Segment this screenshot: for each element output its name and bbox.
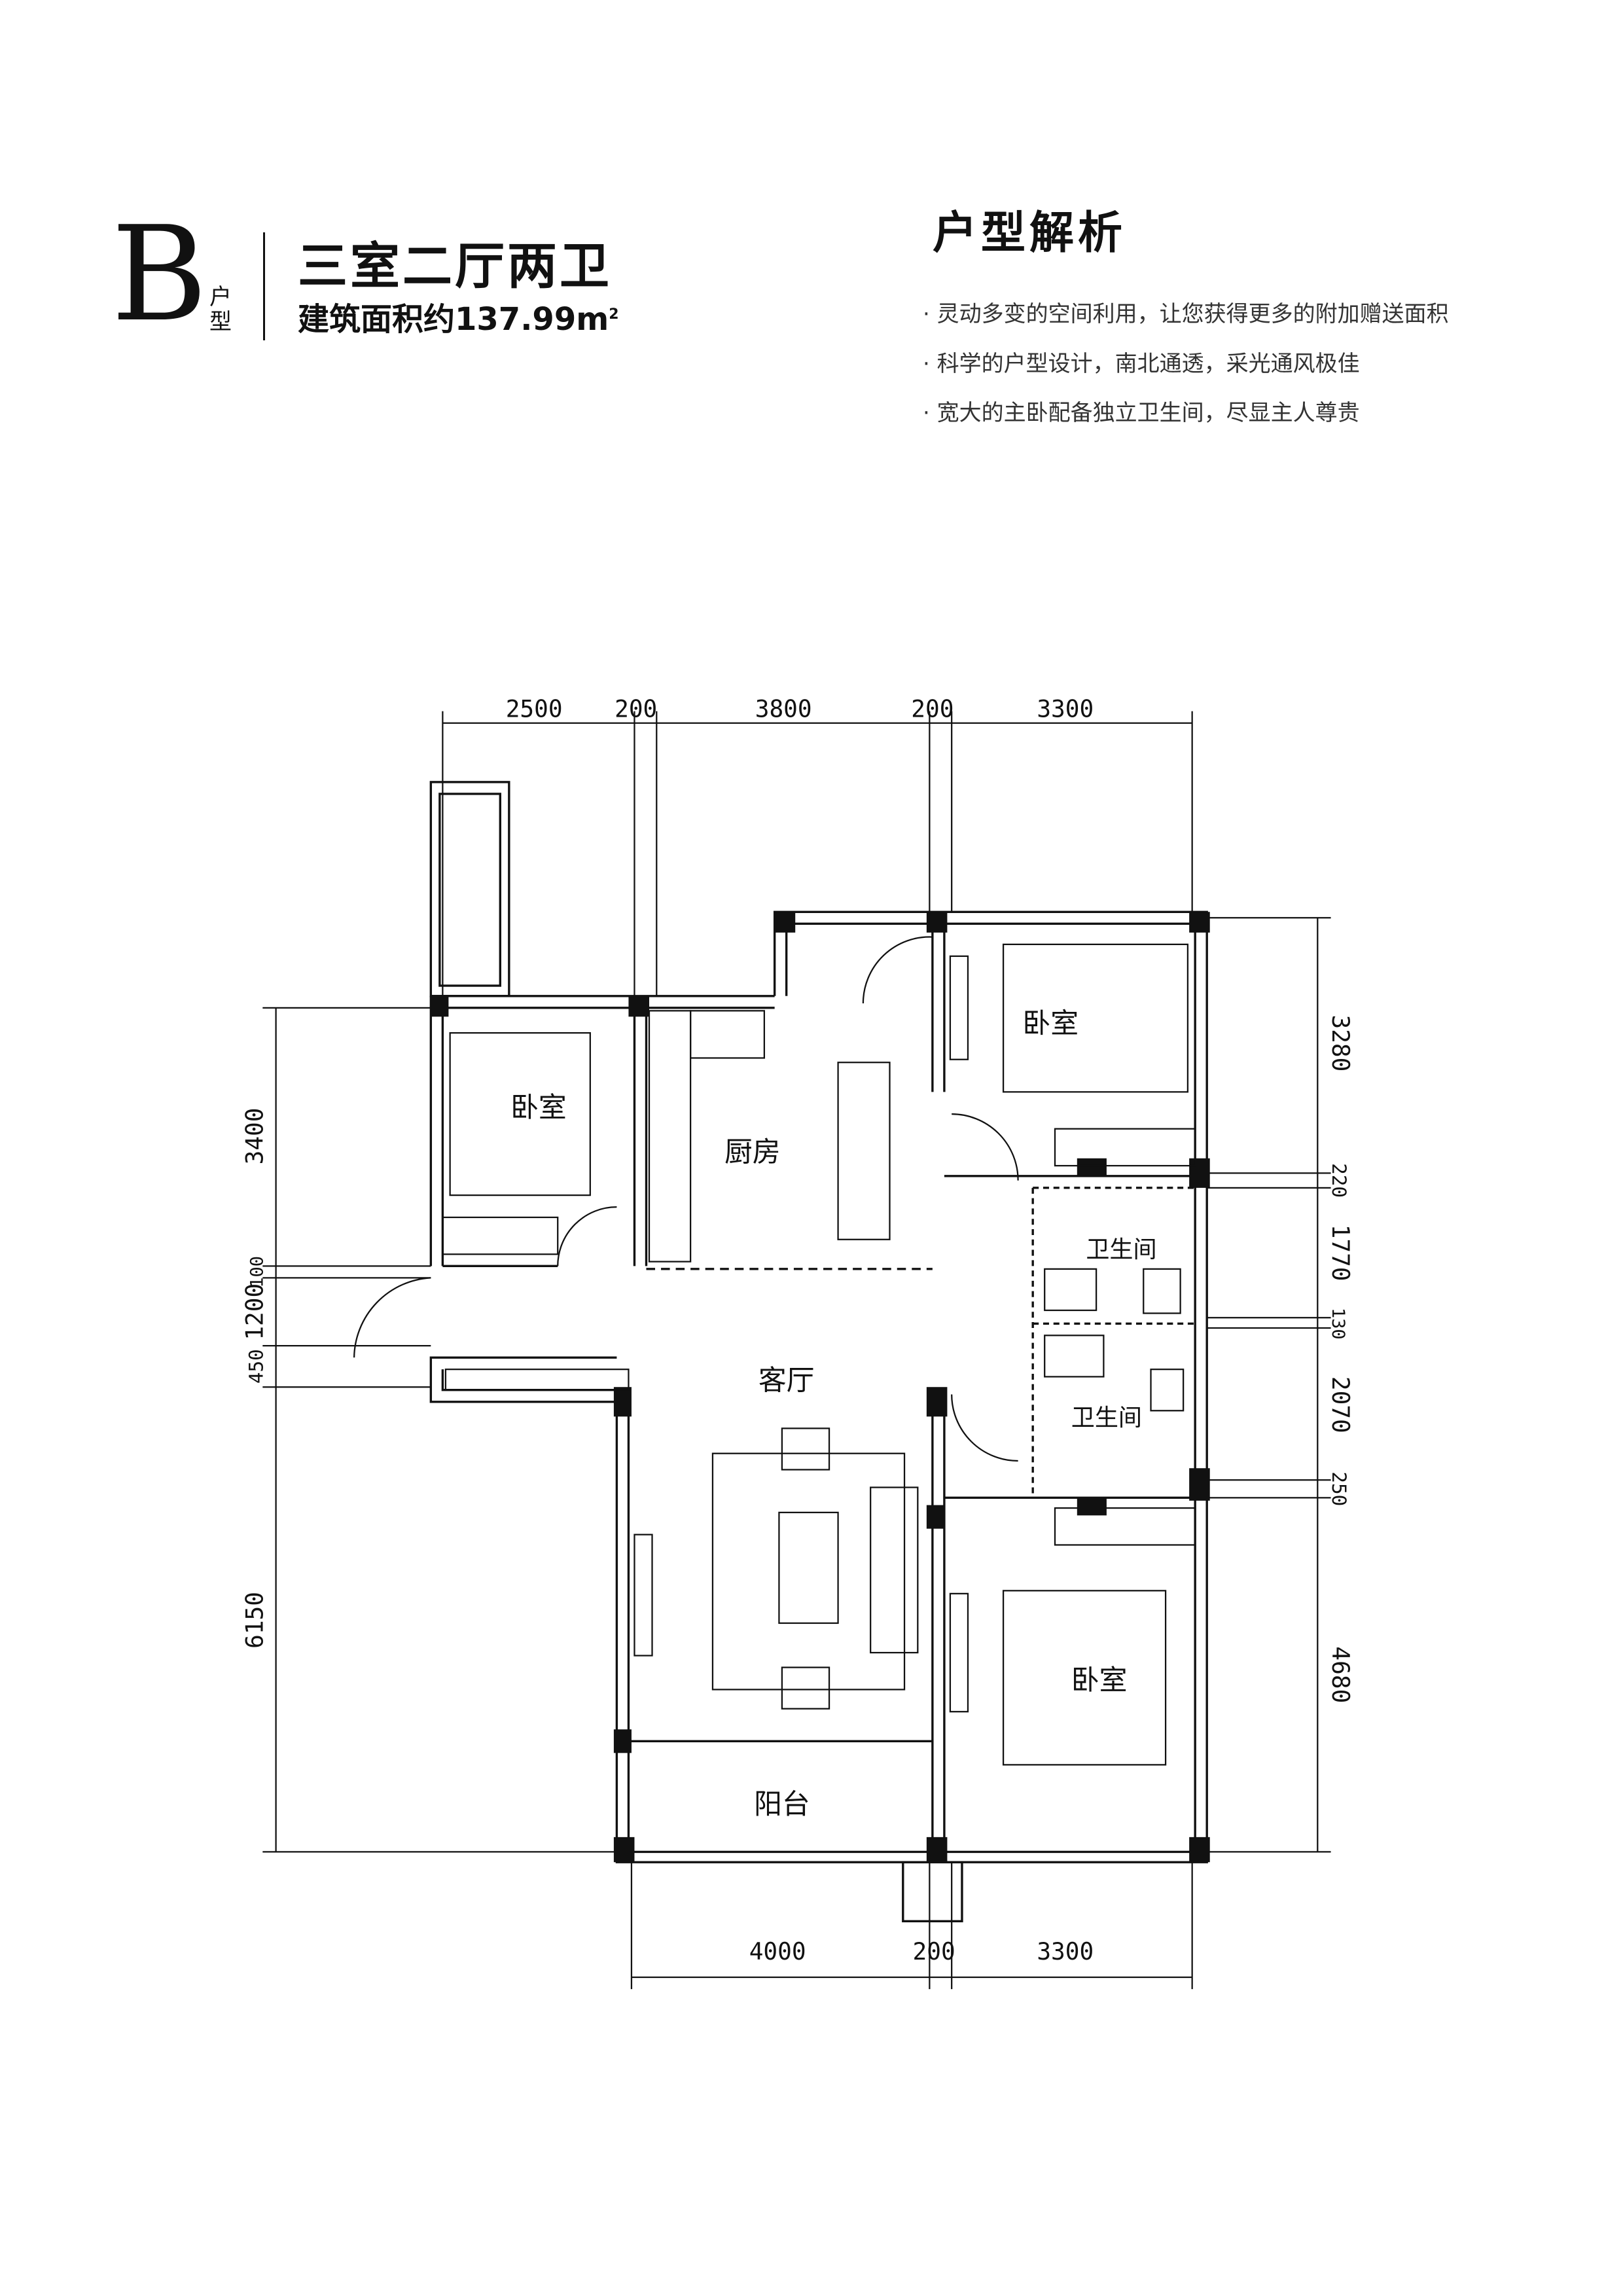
- room-label: 卧室: [510, 1092, 567, 1124]
- unit-type-label: 户型: [209, 284, 232, 335]
- room-label: 阳台: [754, 1788, 810, 1821]
- dim-bottom: 200: [913, 1938, 955, 1965]
- dim-top: 200: [615, 696, 657, 723]
- dim-top: 3800: [755, 696, 812, 723]
- analysis-title: 户型解析: [933, 207, 1127, 259]
- furniture: [353, 936, 1196, 1766]
- sofa: [870, 1486, 919, 1654]
- layout-title: 三室二厅两卫: [298, 237, 612, 295]
- bed-north: [1002, 943, 1189, 1093]
- dim-left: 3400: [241, 1108, 268, 1165]
- analysis-point: · 科学的户型设计，南北通透，采光通风极佳: [923, 351, 1360, 377]
- room-label: 卧室: [1071, 1664, 1128, 1696]
- kitchen-counter: [648, 1010, 692, 1263]
- dim-bottom: 3300: [1037, 1938, 1094, 1965]
- dim-right: 130: [1328, 1308, 1348, 1340]
- area-text: 建筑面积约137.99m2: [298, 293, 619, 339]
- dim-top: 2500: [506, 696, 563, 723]
- dim-left: 1200: [241, 1283, 268, 1340]
- walls: [429, 781, 1208, 1923]
- room-label: 厨房: [724, 1136, 781, 1168]
- bed-west: [449, 1032, 591, 1196]
- header-divider: [263, 232, 265, 340]
- room-label: 卫生间: [1071, 1404, 1142, 1431]
- room-label: 客厅: [758, 1365, 815, 1397]
- dim-right: 1770: [1327, 1225, 1354, 1282]
- living-rug: [711, 1452, 906, 1691]
- sink: [1044, 1268, 1097, 1312]
- dim-bottom: 4000: [749, 1938, 806, 1965]
- dim-right: 3280: [1327, 1015, 1354, 1072]
- dim-right: 220: [1328, 1163, 1350, 1198]
- dim-right: 2070: [1327, 1376, 1354, 1433]
- room-label: 卫生间: [1086, 1236, 1156, 1263]
- room-label: 卧室: [1022, 1007, 1079, 1040]
- bed-master: [1002, 1590, 1167, 1766]
- dim-top: 3300: [1037, 696, 1094, 723]
- area-unit-sup: 2: [609, 306, 619, 323]
- dining-table: [837, 1062, 891, 1240]
- unit-type-letter: B: [111, 198, 207, 351]
- coffee-table: [778, 1511, 839, 1624]
- dimension-labels: 2500 200 3800 200 3300 4000 200 3300 340…: [241, 696, 1354, 1965]
- columns: [431, 912, 1210, 1863]
- dim-left: 100: [247, 1256, 267, 1288]
- dim-left: 6150: [241, 1592, 268, 1649]
- dim-right: 250: [1328, 1471, 1350, 1506]
- analysis-point: · 宽大的主卧配备独立卫生间，尽显主人尊贵: [923, 400, 1360, 426]
- room-labels: 卧室 厨房 卧室 卫生间 卫生间 客厅 卧室 阳台: [510, 1007, 1156, 1821]
- dim-left: 450: [245, 1349, 267, 1384]
- dim-top: 200: [911, 696, 954, 723]
- analysis-point: · 灵动多变的空间利用，让您获得更多的附加赠送面积: [923, 301, 1449, 327]
- dim-right: 4680: [1327, 1646, 1354, 1703]
- area-label: 建筑面积约137.99m: [298, 301, 609, 338]
- dimension-lines: [262, 711, 1331, 1990]
